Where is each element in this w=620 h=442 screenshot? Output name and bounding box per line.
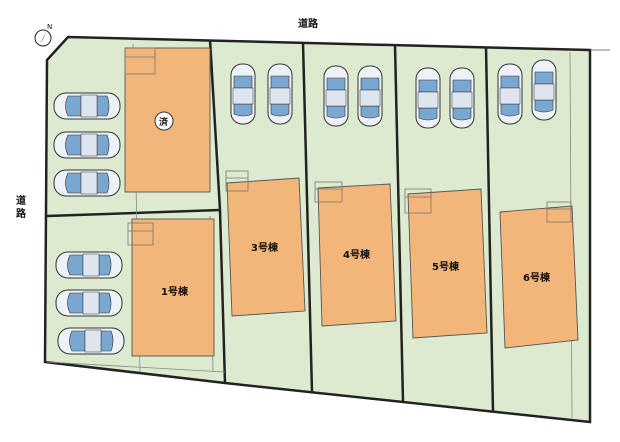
building-label-5: 5号棟 [432, 260, 460, 273]
building-label-6: 6号棟 [523, 271, 551, 284]
building-label-4: 4号棟 [343, 248, 371, 261]
car-icon [55, 289, 123, 317]
car-icon [267, 63, 293, 125]
car-icon [323, 65, 349, 127]
compass: N [34, 23, 52, 47]
car-icon [53, 169, 121, 197]
north-arrow-icon [40, 32, 46, 44]
car-icon [415, 67, 441, 129]
car-icon [230, 63, 256, 125]
road-label-left-2: 路 [16, 207, 27, 220]
building-3 [226, 177, 306, 317]
sold-badge [154, 111, 174, 131]
road-label-top: 道路 [298, 17, 319, 30]
buildings [124, 47, 579, 357]
building-5 [407, 188, 488, 339]
building-4 [317, 183, 397, 327]
building-label-3: 3号棟 [251, 241, 279, 254]
car-icon [357, 65, 383, 127]
building-label-1: 1号棟 [161, 285, 189, 298]
building-label-sold: 済 [159, 116, 169, 128]
car-icon [55, 251, 123, 279]
car-icon [531, 59, 557, 121]
building-6 [499, 205, 579, 349]
car-icon [53, 131, 121, 159]
car-icon [57, 327, 125, 355]
car-icon [497, 63, 523, 125]
car-icon [449, 67, 475, 129]
building-1 [131, 218, 215, 357]
entrances [124, 47, 572, 246]
road-label-left-1: 道 [16, 194, 26, 207]
car-icon [53, 92, 121, 120]
compass-label: N [47, 23, 52, 31]
lot-boundaries [46, 39, 495, 413]
